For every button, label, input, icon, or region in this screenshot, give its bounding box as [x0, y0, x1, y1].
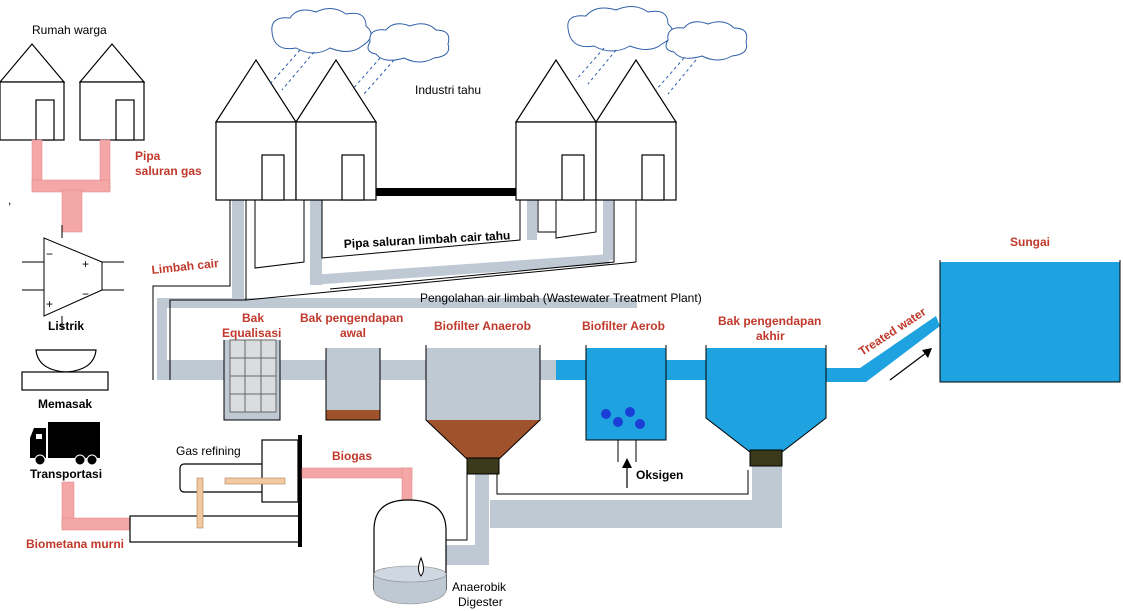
bak-equalisasi-label-2: Equalisasi	[222, 326, 281, 340]
sungai-label: Sungai	[1010, 235, 1050, 249]
bak-equalisasi	[223, 339, 281, 421]
stray-mark: ,	[8, 193, 11, 207]
house-icon	[214, 58, 298, 201]
listrik-label: Listrik	[48, 319, 84, 333]
bubble	[601, 409, 611, 419]
biofilter-aerob	[585, 345, 667, 462]
cloud-icon	[367, 23, 450, 63]
pipe-outlines	[152, 200, 749, 541]
gas-refining-unit	[129, 435, 302, 547]
plus-sign: +	[46, 297, 53, 311]
memasak-label: Memasak	[38, 397, 92, 411]
wwtp-label: Pengolahan air limbah (Wastewater Treatm…	[420, 291, 702, 305]
transportasi-label: Transportasi	[30, 467, 102, 481]
pipa-limbah-label: Pipa saluran limbah cair tahu	[343, 228, 510, 251]
bubble	[635, 419, 645, 429]
pipa-label-2: saluran gas	[135, 164, 202, 178]
sungai	[939, 260, 1121, 383]
industri-tahu-label: Industri tahu	[415, 83, 481, 97]
bak-pengendapan-awal-label-1: Bak pengendapan	[300, 311, 403, 325]
bubble	[625, 407, 635, 417]
cloud-icon	[271, 8, 372, 54]
transistor-symbol-icon	[22, 225, 124, 330]
blue-pipe-out	[826, 368, 866, 382]
rumah-warga-label: Rumah warga	[32, 23, 107, 37]
cloud-icon	[665, 21, 748, 61]
limbah-cair-label: Limbah cair	[151, 256, 220, 277]
bubble	[613, 417, 623, 427]
bak-pengendapan-awal	[325, 348, 381, 421]
water-drop-icon	[418, 556, 424, 577]
house-icon	[514, 58, 598, 201]
bak-pengendapan-akhir	[705, 345, 827, 467]
blue-pipe-diagonal	[860, 316, 940, 382]
house-icon	[594, 58, 678, 201]
anaerobic-digester	[373, 499, 447, 605]
oksigen-label: Oksigen	[636, 468, 683, 482]
rumah-warga-group: Rumah warga Pipa saluran gas ,	[0, 23, 202, 233]
anaerobik-label-2: Digester	[458, 595, 503, 609]
bak-pengendapan-awal-label-2: awal	[340, 326, 366, 340]
arrow-up-icon	[622, 458, 632, 488]
cloud-icon	[567, 6, 674, 52]
anaerobik-label-1: Anaerobik	[452, 580, 507, 594]
bak-pengendapan-akhir-label-2: akhir	[756, 329, 785, 343]
biomethane-pipe	[61, 481, 133, 531]
minus-sign: −	[46, 247, 53, 261]
minus-sign: −	[82, 287, 89, 301]
biogas-label: Biogas	[332, 449, 372, 463]
industri-tahu-group: Industri tahu	[214, 58, 678, 201]
biometana-murni-label: Biometana murni	[26, 537, 124, 551]
biofilter-aerob-label: Biofilter Aerob	[582, 319, 665, 333]
gas-pipe-houses	[31, 139, 111, 233]
pipa-label-1: Pipa	[135, 149, 161, 163]
bak-pengendapan-akhir-label-1: Bak pengendapan	[718, 314, 821, 328]
house-icon	[294, 58, 378, 201]
house-icon	[78, 43, 146, 141]
bak-equalisasi-label-1: Bak	[242, 311, 264, 325]
biogas-pipe	[301, 467, 413, 521]
gas-refining-label: Gas refining	[176, 444, 241, 458]
truck-icon	[30, 422, 100, 466]
house-icon	[0, 43, 66, 141]
flow-arrow-icon	[889, 348, 932, 381]
biofilter-anaerob-label: Biofilter Anaerob	[434, 319, 531, 333]
rain-lines	[269, 47, 697, 95]
biofilter-anaerob	[425, 345, 541, 475]
cooking-pot-icon	[21, 349, 109, 391]
plus-sign: +	[82, 257, 89, 271]
